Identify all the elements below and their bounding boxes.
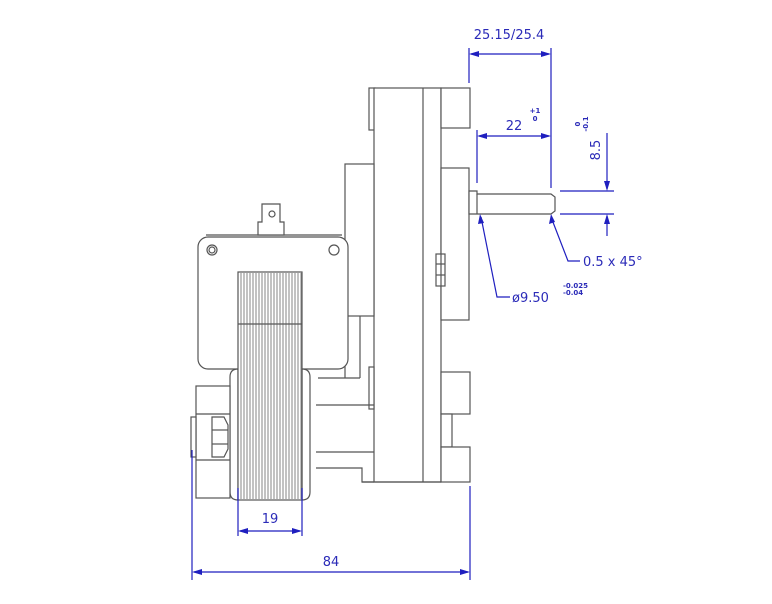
dim-22-tol-lower: 0	[533, 115, 538, 123]
left-clamp	[190, 385, 231, 499]
gear-housing	[368, 87, 471, 483]
callout-chamfer: 0.5 x 45°	[549, 214, 643, 270]
dim-22-tol-upper: +1	[530, 107, 541, 115]
hex-nut	[211, 416, 229, 458]
diameter-tol-upper: -0.025	[563, 282, 588, 290]
dim-22-label: 22	[506, 119, 523, 134]
coil-lamination-stack	[229, 271, 311, 501]
dim-8-5-label: 8.5	[589, 140, 604, 161]
output-shaft	[468, 190, 556, 215]
mounting-hole-right	[328, 244, 340, 256]
chamfer-label: 0.5 x 45°	[583, 255, 643, 270]
top-boss	[440, 87, 471, 129]
mid-boss	[440, 371, 471, 415]
dimension-19: 19	[237, 488, 303, 536]
dimension-shaft-flat-length: 22 +1 0	[476, 107, 551, 183]
dim-8-5-tol-lower: -0.1	[582, 116, 590, 131]
dimension-84: 84	[191, 450, 471, 580]
shaft-boss	[440, 167, 470, 321]
bottom-boss	[440, 446, 471, 483]
dim-25-label: 25.15/25.4	[474, 28, 545, 43]
dimension-shaft-protrusion: 25.15/25.4	[468, 28, 552, 188]
dim-8-5-tol-upper: 0	[574, 121, 582, 126]
dim-19-label: 19	[262, 512, 279, 527]
dim-84-label: 84	[323, 555, 340, 570]
dimension-shaft-flat-height: 8.5 0 -0.1	[560, 116, 614, 236]
diameter-label: ø9.50	[512, 291, 549, 306]
spade-terminal	[257, 203, 285, 236]
callout-shaft-diameter: ø9.50 -0.025 -0.04	[478, 214, 588, 306]
diameter-tol-lower: -0.04	[563, 289, 583, 297]
